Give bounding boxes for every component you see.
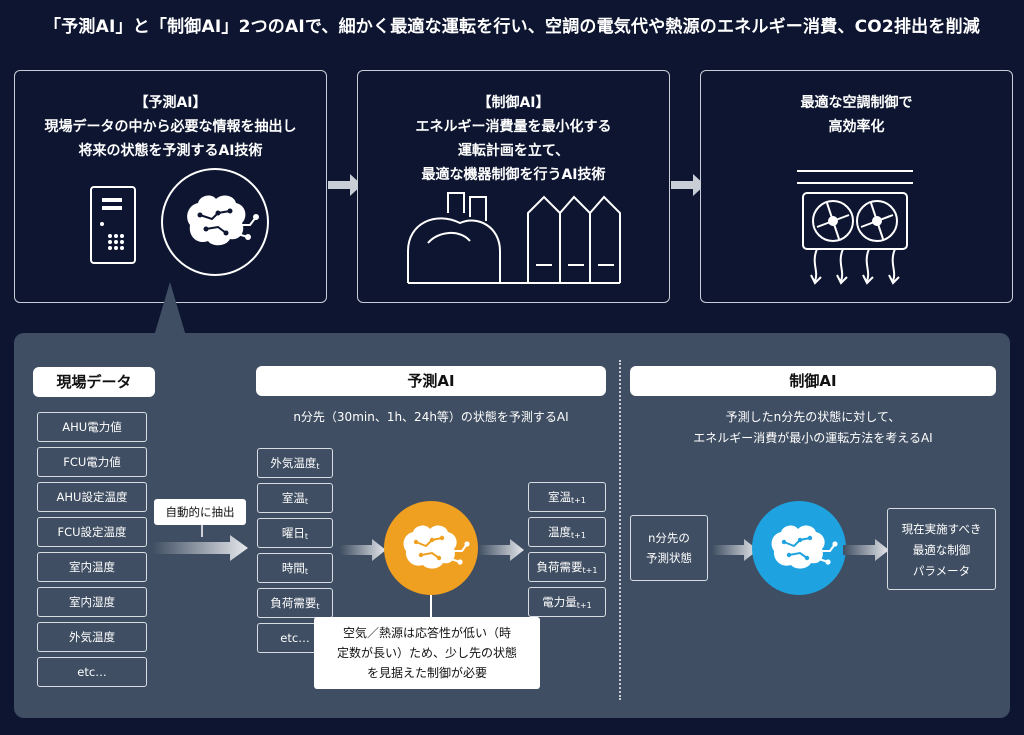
subscript: t (304, 532, 309, 541)
subscript: t (304, 497, 309, 506)
list-item: 室温t (257, 483, 333, 513)
list-item: 温度t+1 (528, 517, 606, 547)
subscript: t+1 (571, 531, 586, 540)
subscript: t+1 (582, 566, 598, 575)
headline: 「予測AI」と「制御AI」2つのAIで、細かく最適な運転を行い、空調の電気代や熱… (44, 17, 980, 37)
label: 温度 (548, 525, 572, 539)
label: 外気温度 (270, 456, 317, 470)
list-item: FCU電力値 (37, 447, 147, 477)
note-connector (430, 595, 432, 617)
list-item: 外気温度 (37, 622, 147, 652)
predict-ai-card-title: 【予測AI】 (134, 95, 207, 111)
note-box: 空気／熱源は応答性が低い（時 定数が長い）ため、少し先の状態 を見据えた制御が必… (314, 617, 540, 689)
predict-ai-description: n分先（30min、1h、24h等）の状態を予測するAI (293, 410, 569, 424)
hvac-card-line: 最適な空調制御で (800, 95, 913, 111)
list-item: FCU設定温度 (37, 517, 147, 547)
list-item: 電力量t+1 (528, 587, 606, 617)
subscript: t (316, 602, 320, 611)
note-line: 定数が長い）ため、少し先の状態 (336, 646, 517, 660)
control-ai-description: 予測したn分先の状態に対して、 エネルギー消費が最小の運転方法を考えるAI (630, 407, 996, 449)
control-ai-card-line: 最適な機器制御を行うAI技術 (421, 167, 606, 183)
label: etc… (280, 631, 310, 645)
arrow-right-icon (478, 539, 524, 561)
arrow-right-icon (152, 525, 248, 561)
control-ai-title: 制御AI (630, 366, 996, 396)
server-icon (90, 186, 136, 264)
callout-pointer (154, 282, 186, 336)
brain-circle-icon (161, 168, 269, 276)
label: 負荷需要 (536, 560, 583, 574)
divider (619, 360, 621, 700)
subscript: t (316, 462, 320, 471)
control-ai-card-title: 【制御AI】 (477, 95, 550, 111)
label: n分先の (648, 531, 690, 545)
list-item: 室内湿度 (37, 587, 147, 617)
arrow-right-icon (671, 174, 705, 196)
heat-source-plant-icon (407, 192, 621, 284)
control-brain-icon (752, 501, 846, 595)
arrow-right-icon (712, 539, 758, 561)
subscript: t+1 (576, 601, 592, 610)
label: パラメータ (912, 564, 971, 578)
auto-extract-label: 自動的に抽出 (154, 499, 246, 525)
control-ai-card-line: 運転計画を立て、 (457, 143, 570, 159)
list-item: 外気温度t (257, 448, 333, 478)
control-ai-card: 【制御AI】 エネルギー消費量を最小化する 運転計画を立て、 最適な機器制御を行… (357, 70, 670, 303)
control-input-box: n分先の 予測状態 (630, 515, 708, 581)
control-output-box: 現在実施すべき 最適な制御 パラメータ (887, 508, 996, 590)
label: 最適な制御 (912, 543, 971, 557)
label: 室温 (281, 491, 305, 505)
list-item: AHU電力値 (37, 412, 147, 442)
arrow-right-icon (340, 539, 386, 561)
predict-ai-title: 予測AI (256, 366, 606, 396)
label: 電力量 (542, 595, 577, 609)
note-line: 空気／熱源は応答性が低い（時 (342, 626, 511, 640)
description-line: 予測したn分先の状態に対して、 (725, 410, 901, 424)
label: 時間 (281, 561, 305, 575)
control-ai-card-line: エネルギー消費量を最小化する (415, 119, 612, 135)
predict-brain-icon (384, 501, 478, 595)
description-line: エネルギー消費が最小の運転方法を考えるAI (693, 431, 933, 445)
predict-ai-card: 【予測AI】 現場データの中から必要な情報を抽出し 将来の状態を予測するAI技術 (14, 70, 327, 303)
list-item: 時間t (257, 553, 333, 583)
label: 室温 (548, 490, 572, 504)
list-item: 曜日t (257, 518, 333, 548)
list-item: 室内温度 (37, 552, 147, 582)
air-conditioner-fan-icon (797, 170, 913, 285)
label: 現在実施すべき (901, 522, 982, 536)
predict-ai-card-line: 将来の状態を予測するAI技術 (78, 143, 263, 159)
list-item: 負荷需要t (257, 588, 333, 618)
arrow-right-icon (843, 539, 889, 561)
predict-ai-card-line: 現場データの中から必要な情報を抽出し (44, 119, 297, 135)
label: 負荷需要 (270, 596, 317, 610)
arrow-right-icon (328, 174, 362, 196)
list-item: 室温t+1 (528, 482, 606, 512)
field-data-title: 現場データ (33, 367, 155, 397)
list-item: etc… (37, 657, 147, 687)
hvac-efficiency-card: 最適な空調制御で 高効率化 (700, 70, 1013, 303)
label: 予測状態 (646, 551, 692, 565)
label: 曜日 (281, 526, 305, 540)
note-line: を見据えた制御が必要 (366, 666, 487, 680)
subscript: t (304, 567, 309, 576)
hvac-card-line: 高効率化 (828, 119, 885, 135)
list-item: AHU設定温度 (37, 482, 147, 512)
subscript: t+1 (571, 496, 586, 505)
list-item: 負荷需要t+1 (528, 552, 606, 582)
